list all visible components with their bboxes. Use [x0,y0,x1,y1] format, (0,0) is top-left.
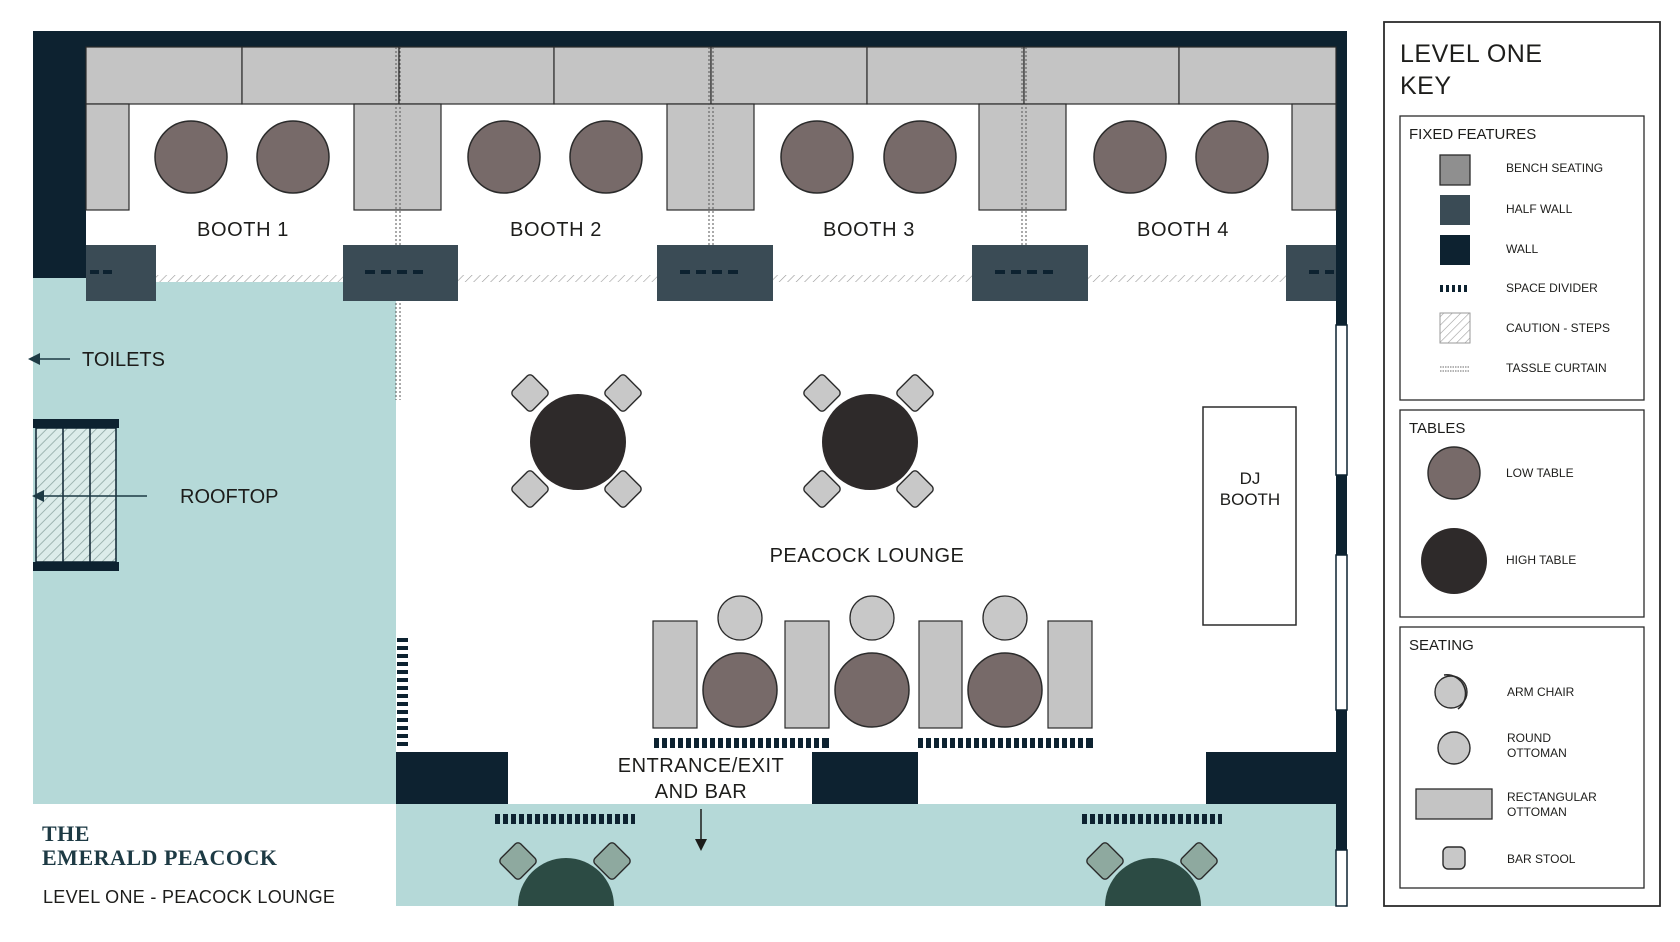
seating-section [1399,626,1645,889]
half-wall-swatch [1440,195,1470,225]
side-bench-seating [85,103,1337,211]
brand-name: EMERALD PEACOCK [42,845,277,870]
wall-segment [812,752,918,804]
wall-swatch [1440,235,1470,265]
low-table-swatch [1427,446,1481,500]
entrance-label: ENTRANCE/EXIT [618,755,785,777]
key-round-ottoman: OTTOMAN [1507,746,1567,760]
key-caution-steps: CAUTION - STEPS [1506,321,1610,335]
toilets-label: TOILETS [82,349,165,371]
space-divider-gaps [659,738,1086,748]
lounge-low-tables [702,652,1043,728]
high-table-group [803,374,934,508]
bar-stool-swatch [1442,846,1466,870]
half-wall-dashes [90,270,1334,274]
rectangular-ottomans [652,620,1093,729]
booth-low-tables [154,120,1269,194]
brand-name: THE [42,821,90,846]
rectangular-ottoman-swatch [1415,788,1493,820]
space-divider [397,638,408,746]
space-divider-swatch [1440,285,1467,292]
wall-segment [396,752,508,804]
fixed-features-title: FIXED FEATURES [1409,126,1536,143]
booth-3-label: BOOTH 3 [823,219,915,241]
key-rectangular-ottoman: OTTOMAN [1507,805,1567,819]
key-title: LEVEL ONE [1400,40,1543,68]
window [1335,324,1348,476]
fixed-features-section [1399,115,1645,401]
key-bar-stool: BAR STOOL [1507,852,1576,866]
key-title: KEY [1400,72,1452,100]
key-arm-chair: ARM CHAIR [1507,685,1575,699]
entrance-label: AND BAR [655,781,747,803]
rooftop-label: ROOFTOP [180,486,279,508]
window [1335,849,1348,907]
key-high-table: HIGH TABLE [1506,553,1576,567]
level-subtitle: LEVEL ONE - PEACOCK LOUNGE [43,887,335,907]
key-low-table: LOW TABLE [1506,466,1574,480]
caution-steps-swatch [1439,312,1471,344]
round-ottoman-swatch [1437,731,1471,765]
arm-chair-icon [1434,674,1468,710]
left-wall [33,31,86,278]
key-half-wall: HALF WALL [1506,202,1573,216]
high-table-group [511,374,642,508]
toilets-arrow-icon [28,353,70,365]
booth-4-label: BOOTH 4 [1137,219,1229,241]
rooftop-arrow-icon [32,490,147,502]
back-bench-seating [85,46,1337,105]
bar-table-group [499,842,631,906]
bar-table-group [1086,842,1218,906]
key-wall: WALL [1506,242,1539,256]
key-rectangular-ottoman: RECTANGULAR [1507,790,1597,804]
window [1335,554,1348,711]
seating-title: SEATING [1409,637,1474,654]
key-bench-seating: BENCH SEATING [1506,161,1603,175]
key-tassle-curtain: TASSLE CURTAIN [1506,361,1607,375]
wall-segment [1206,752,1338,804]
round-ottomans [717,595,1028,641]
top-wall [33,31,1346,47]
high-table-swatch [1421,528,1487,594]
lounge-label: PEACOCK LOUNGE [770,545,965,567]
dj-booth-label: BOOTH [1220,490,1280,509]
tables-title: TABLES [1409,420,1465,437]
key-space-divider: SPACE DIVIDER [1506,281,1598,295]
key-round-ottoman: ROUND [1507,731,1551,745]
tassle-curtain-swatch [1440,366,1470,372]
bench-seating-swatch [1439,154,1471,186]
booth-2-label: BOOTH 2 [510,219,602,241]
tassle-curtain-dividers [395,47,1027,400]
caution-steps [155,275,1288,282]
dj-booth [1202,406,1297,626]
dj-booth-label: DJ [1240,469,1261,488]
entrance-arrow-icon [695,809,707,851]
space-divider-gaps [500,814,1218,824]
rooftop-steps [33,419,119,571]
booth-1-label: BOOTH 1 [197,219,289,241]
